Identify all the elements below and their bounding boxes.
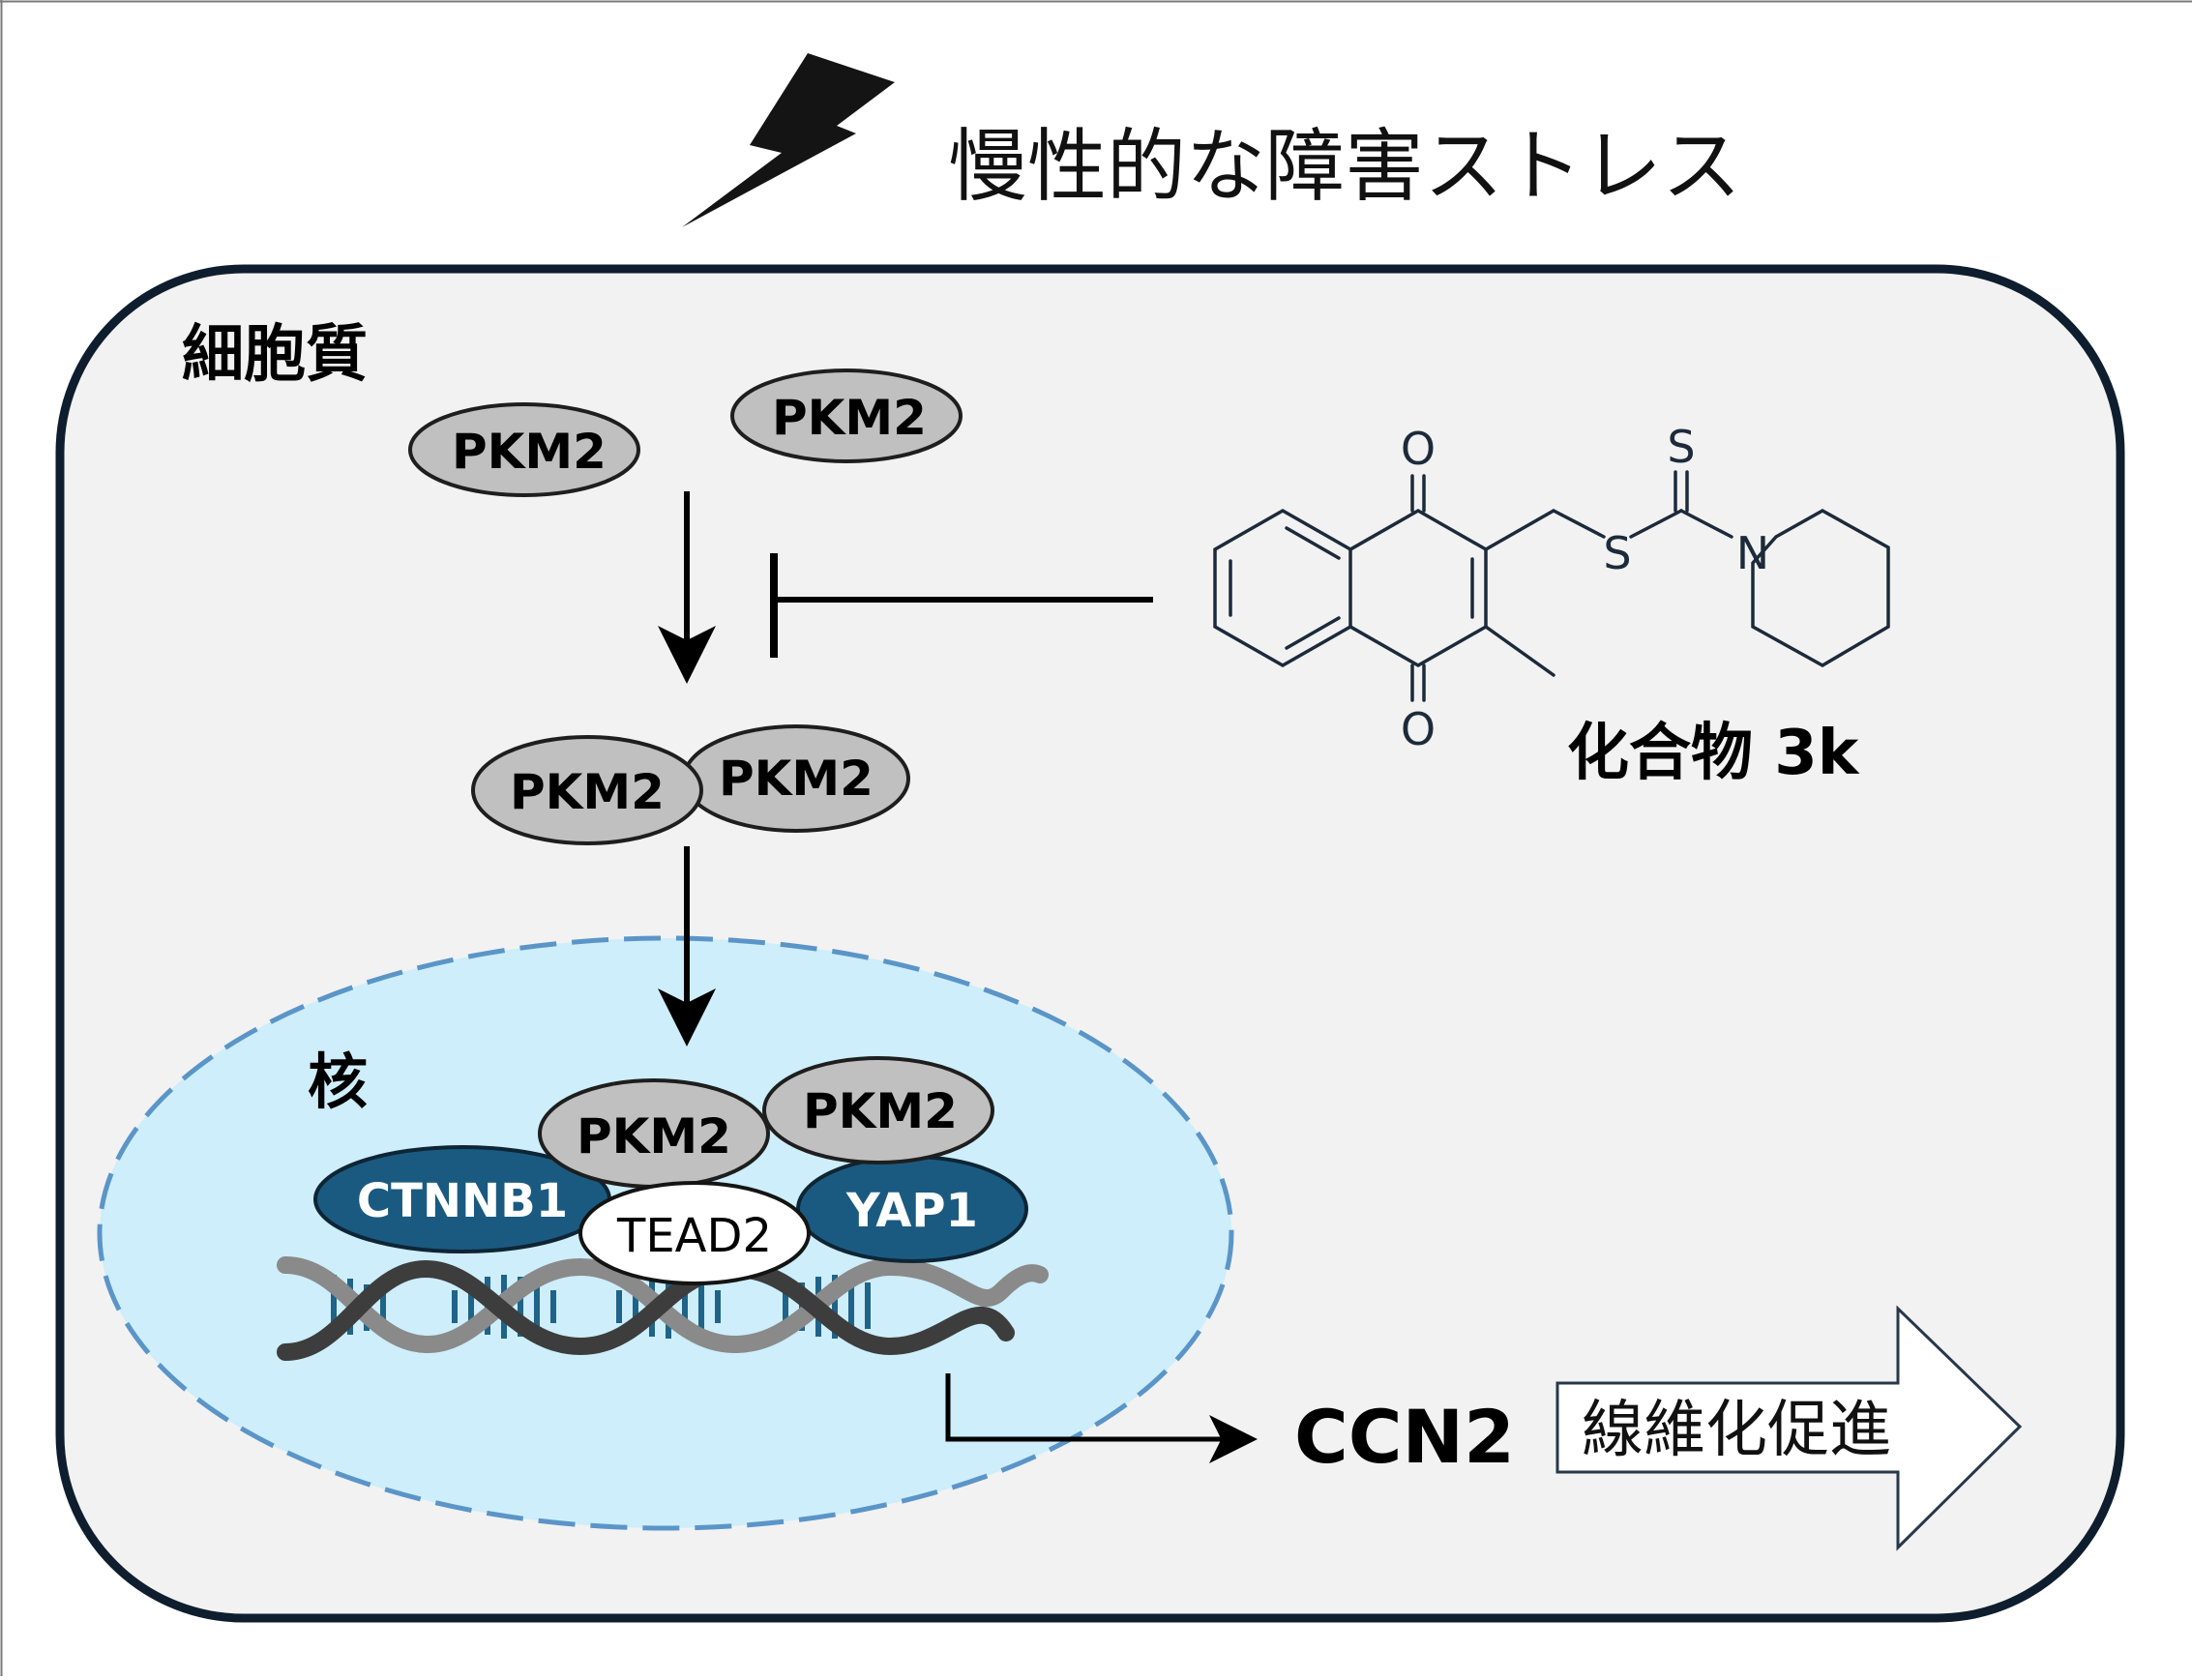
compound-3k-structure [1213,470,1890,702]
pkm2-nuclear-right: PKM2 [762,1056,994,1164]
nucleus-label: 核 [308,1046,368,1117]
ccn2-label: CCN2 [1294,1394,1515,1480]
pkm2-monomer-left: PKM2 [408,402,640,497]
pkm2-label: PKM2 [803,1083,958,1139]
pkm2-label: PKM2 [772,390,927,446]
lightning-bolt-icon [682,53,895,227]
tead2-label: TEAD2 [616,1209,772,1263]
ctnnb1-label: CTNNB1 [357,1174,568,1228]
pkm2-monomer-right: PKM2 [730,368,963,463]
pkm2-label: PKM2 [452,424,607,480]
cytoplasm-label: 細胞質 [182,319,368,391]
yap1-label: YAP1 [845,1184,978,1238]
stress-title: 慢性的な障害ストレス [948,121,1741,213]
fibrosis-label: 線維化促進 [1582,1395,1891,1466]
atom-o-bottom: O [1401,703,1436,755]
fibrosis-block-arrow [1555,1305,2023,1551]
dna-helix [277,1256,1049,1361]
pkm2-label: PKM2 [719,751,874,807]
compound-3k-atoms: O O S S N [1401,421,1769,755]
arrow-transcription [945,1373,1258,1463]
transcription-complex: CTNNB1 YAP1 PKM2 PKM2 TEAD2 [313,1056,1028,1285]
atom-s-thioether: S [1603,527,1631,579]
pkm2-label: PKM2 [577,1108,731,1164]
pkm2-label: PKM2 [510,764,665,820]
atom-s-thione: S [1667,421,1695,473]
yap1-protein: YAP1 [796,1155,1028,1263]
inhibition-symbol [770,553,1153,658]
compound-3k-label: 化合物 3k [1567,718,1860,789]
dna-strand-dark [277,1259,1015,1361]
atom-o-top: O [1401,423,1436,475]
pkm2-nuclear-left: PKM2 [538,1078,770,1189]
atom-n: N [1736,527,1769,579]
ctnnb1-protein: CTNNB1 [313,1145,611,1253]
dna-strand-grey [277,1256,1049,1354]
tead2-protein: TEAD2 [578,1181,811,1285]
pkm2-dimer: PKM2 PKM2 [471,724,910,845]
